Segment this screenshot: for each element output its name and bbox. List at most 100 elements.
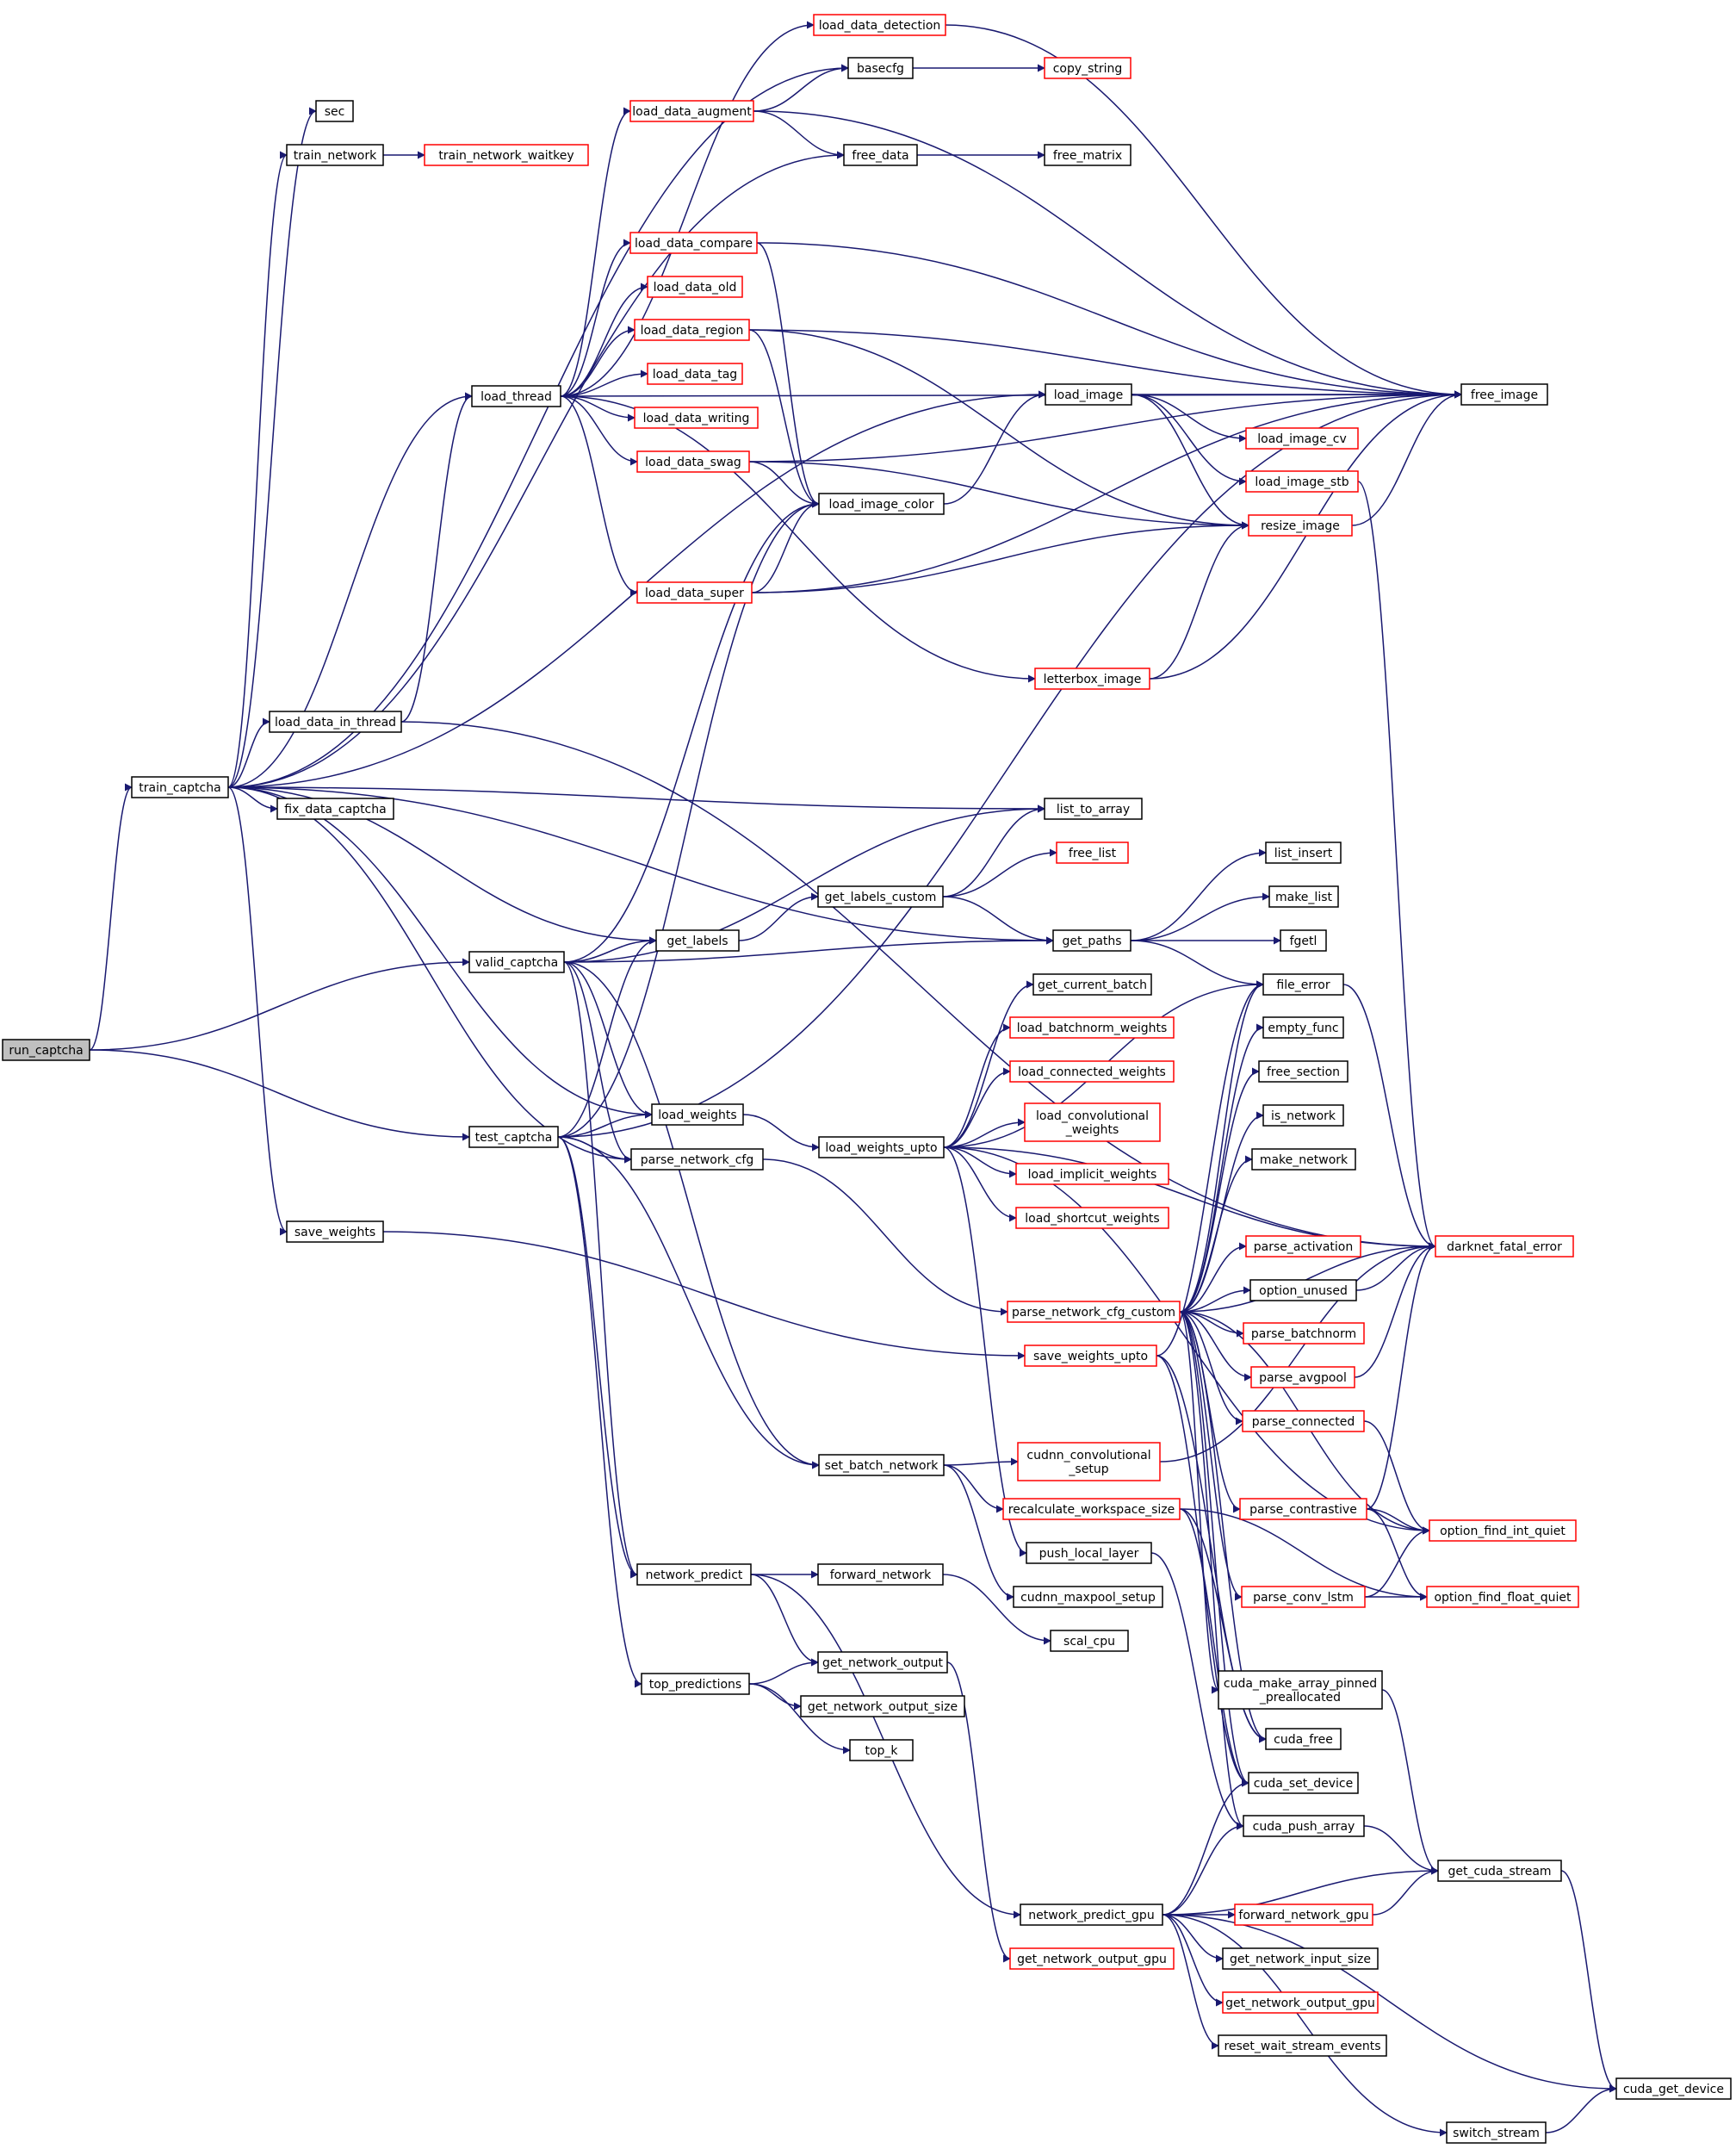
node-train-network-waitkey[interactable]: train_network_waitkey bbox=[424, 144, 589, 166]
node-file-error[interactable]: file_error bbox=[1262, 973, 1344, 996]
node-sec[interactable]: sec bbox=[315, 100, 354, 122]
node-option-find-int-quiet[interactable]: option_find_int_quiet bbox=[1429, 1519, 1577, 1542]
node-network-predict-gpu[interactable]: network_predict_gpu bbox=[1020, 1903, 1163, 1926]
node-cuda-get-device[interactable]: cuda_get_device bbox=[1615, 2077, 1732, 2100]
node-scal-cpu[interactable]: scal_cpu bbox=[1050, 1630, 1129, 1652]
node-load-implicit-weights[interactable]: load_implicit_weights bbox=[1015, 1163, 1169, 1185]
node-load-data-detection[interactable]: load_data_detection bbox=[813, 14, 946, 36]
node-is-network[interactable]: is_network bbox=[1262, 1104, 1344, 1127]
node-free-data[interactable]: free_data bbox=[843, 144, 918, 166]
edge-parse_network_cfg_custom-to-cuda_make_array_pinned_preallocated bbox=[1179, 1311, 1219, 1694]
node-label: forward_network_gpu bbox=[1238, 1909, 1368, 1922]
node-save-weights-upto[interactable]: save_weights_upto bbox=[1024, 1345, 1157, 1367]
node-cudnn-convolutional-setup[interactable]: cudnn_convolutional_setup bbox=[1017, 1442, 1161, 1481]
node-label: sec bbox=[325, 105, 345, 119]
node-box bbox=[1218, 2034, 1387, 2057]
node-push-local-layer[interactable]: push_local_layer bbox=[1026, 1542, 1152, 1564]
node-free-list[interactable]: free_list bbox=[1056, 842, 1129, 864]
node-recalculate-workspace-size[interactable]: recalculate_workspace_size bbox=[1002, 1498, 1181, 1520]
edge-get_paths-to-make_list bbox=[1130, 892, 1270, 941]
node-load-weights[interactable]: load_weights bbox=[651, 1103, 744, 1126]
node-top-k[interactable]: top_k bbox=[849, 1739, 914, 1761]
node-free-image[interactable]: free_image bbox=[1460, 383, 1548, 406]
node-cuda-free[interactable]: cuda_free bbox=[1265, 1728, 1342, 1750]
node-load-image-color[interactable]: load_image_color bbox=[818, 493, 945, 515]
node-letterbox-image[interactable]: letterbox_image bbox=[1034, 668, 1150, 690]
node-get-network-output[interactable]: get_network_output bbox=[817, 1651, 948, 1674]
edge-parse_network_cfg_custom-to-parse_connected bbox=[1179, 1311, 1243, 1425]
edge-run_captcha-to-test_captcha bbox=[89, 1049, 470, 1141]
node-get-network-output-size[interactable]: get_network_output_size bbox=[800, 1695, 965, 1717]
node-load-data-super[interactable]: load_data_super bbox=[636, 581, 753, 604]
node-parse-connected[interactable]: parse_connected bbox=[1242, 1410, 1365, 1432]
node-empty-func[interactable]: empty_func bbox=[1262, 1016, 1344, 1039]
node-load-image[interactable]: load_image bbox=[1045, 383, 1132, 406]
node-parse-conv-lstm[interactable]: parse_conv_lstm bbox=[1241, 1586, 1366, 1608]
node-load-data-old[interactable]: load_data_old bbox=[647, 276, 743, 298]
node-load-thread[interactable]: load_thread bbox=[471, 385, 561, 407]
node-save-weights[interactable]: save_weights bbox=[286, 1220, 384, 1243]
node-get-current-batch[interactable]: get_current_batch bbox=[1032, 973, 1152, 996]
node-option-find-float-quiet[interactable]: option_find_float_quiet bbox=[1426, 1586, 1579, 1608]
node-parse-network-cfg-custom[interactable]: parse_network_cfg_custom bbox=[1007, 1301, 1181, 1323]
node-cuda-push-array[interactable]: cuda_push_array bbox=[1243, 1815, 1365, 1837]
node-load-convolutional-weights[interactable]: load_convolutional_weights bbox=[1024, 1102, 1161, 1142]
node-darknet-fatal-error[interactable]: darknet_fatal_error bbox=[1435, 1235, 1574, 1258]
node-label: free_section bbox=[1267, 1065, 1340, 1079]
node-free-matrix[interactable]: free_matrix bbox=[1044, 144, 1132, 166]
node-load-data-swag[interactable]: load_data_swag bbox=[636, 450, 750, 473]
node-load-data-compare[interactable]: load_data_compare bbox=[629, 232, 758, 254]
node-top-predictions[interactable]: top_predictions bbox=[641, 1673, 750, 1695]
node-list-to-array[interactable]: list_to_array bbox=[1044, 798, 1143, 820]
node-fgetl[interactable]: fgetl bbox=[1280, 929, 1327, 952]
edge-parse_contrastive-to-darknet_fatal_error bbox=[1366, 1242, 1436, 1510]
node-fix-data-captcha[interactable]: fix_data_captcha bbox=[276, 798, 394, 820]
node-get-paths[interactable]: get_paths bbox=[1052, 929, 1132, 952]
node-forward-network-gpu[interactable]: forward_network_gpu bbox=[1234, 1903, 1373, 1926]
node-set-batch-network[interactable]: set_batch_network bbox=[818, 1454, 945, 1476]
node-load-image-cv[interactable]: load_image_cv bbox=[1245, 427, 1359, 450]
node-switch-stream[interactable]: switch_stream bbox=[1446, 2121, 1547, 2144]
node-get-network-output-gpu-b[interactable]: get_network_output_gpu bbox=[1222, 1991, 1379, 2014]
node-box bbox=[1280, 929, 1327, 952]
node-cudnn-maxpool-setup[interactable]: cudnn_maxpool_setup bbox=[1013, 1586, 1163, 1608]
node-load-data-region[interactable]: load_data_region bbox=[634, 319, 750, 341]
node-load-data-in-thread[interactable]: load_data_in_thread bbox=[269, 711, 402, 733]
node-train-captcha[interactable]: train_captcha bbox=[131, 776, 229, 798]
node-load-data-augment[interactable]: load_data_augment bbox=[629, 100, 754, 122]
node-basecfg[interactable]: basecfg bbox=[847, 57, 914, 79]
node-load-connected-weights[interactable]: load_connected_weights bbox=[1009, 1060, 1175, 1083]
node-option-unused[interactable]: option_unused bbox=[1249, 1279, 1357, 1301]
node-test-captcha[interactable]: test_captcha bbox=[468, 1126, 559, 1148]
node-list-insert[interactable]: list_insert bbox=[1265, 842, 1342, 864]
node-train-network[interactable]: train_network bbox=[286, 144, 384, 166]
node-parse-activation[interactable]: parse_activation bbox=[1245, 1235, 1361, 1258]
node-load-data-writing[interactable]: load_data_writing bbox=[634, 407, 759, 429]
node-run-captcha[interactable]: run_captcha bbox=[2, 1039, 90, 1061]
node-load-shortcut-weights[interactable]: load_shortcut_weights bbox=[1015, 1207, 1169, 1229]
node-get-network-output-gpu-a[interactable]: get_network_output_gpu bbox=[1009, 1947, 1175, 1970]
node-parse-batchnorm[interactable]: parse_batchnorm bbox=[1243, 1322, 1365, 1345]
node-get-labels[interactable]: get_labels bbox=[655, 929, 740, 952]
node-load-batchnorm-weights[interactable]: load_batchnorm_weights bbox=[1009, 1016, 1175, 1039]
node-network-predict[interactable]: network_predict bbox=[636, 1563, 752, 1586]
node-get-network-input-size[interactable]: get_network_input_size bbox=[1222, 1947, 1379, 1970]
node-cuda-make-array-pinned-preallocated[interactable]: cuda_make_array_pinned_preallocated bbox=[1218, 1670, 1383, 1710]
node-parse-contrastive[interactable]: parse_contrastive bbox=[1239, 1498, 1367, 1520]
node-forward-network[interactable]: forward_network bbox=[817, 1563, 944, 1586]
node-load-image-stb[interactable]: load_image_stb bbox=[1245, 470, 1359, 493]
node-get-labels-custom[interactable]: get_labels_custom bbox=[817, 885, 944, 908]
node-get-cuda-stream[interactable]: get_cuda_stream bbox=[1437, 1860, 1562, 1882]
node-parse-network-cfg[interactable]: parse_network_cfg bbox=[630, 1148, 764, 1171]
node-parse-avgpool[interactable]: parse_avgpool bbox=[1250, 1366, 1355, 1388]
node-copy-string[interactable]: copy_string bbox=[1044, 57, 1132, 79]
node-resize-image[interactable]: resize_image bbox=[1248, 514, 1353, 537]
node-make-list[interactable]: make_list bbox=[1268, 885, 1339, 908]
node-make-network[interactable]: make_network bbox=[1251, 1148, 1356, 1171]
node-load-data-tag[interactable]: load_data_tag bbox=[647, 363, 743, 385]
node-free-section[interactable]: free_section bbox=[1258, 1060, 1348, 1083]
node-valid-captcha[interactable]: valid_captcha bbox=[468, 951, 565, 973]
node-reset-wait-stream-events[interactable]: reset_wait_stream_events bbox=[1218, 2034, 1387, 2057]
node-load-weights-upto[interactable]: load_weights_upto bbox=[818, 1136, 945, 1158]
node-cuda-set-device[interactable]: cuda_set_device bbox=[1248, 1772, 1359, 1794]
